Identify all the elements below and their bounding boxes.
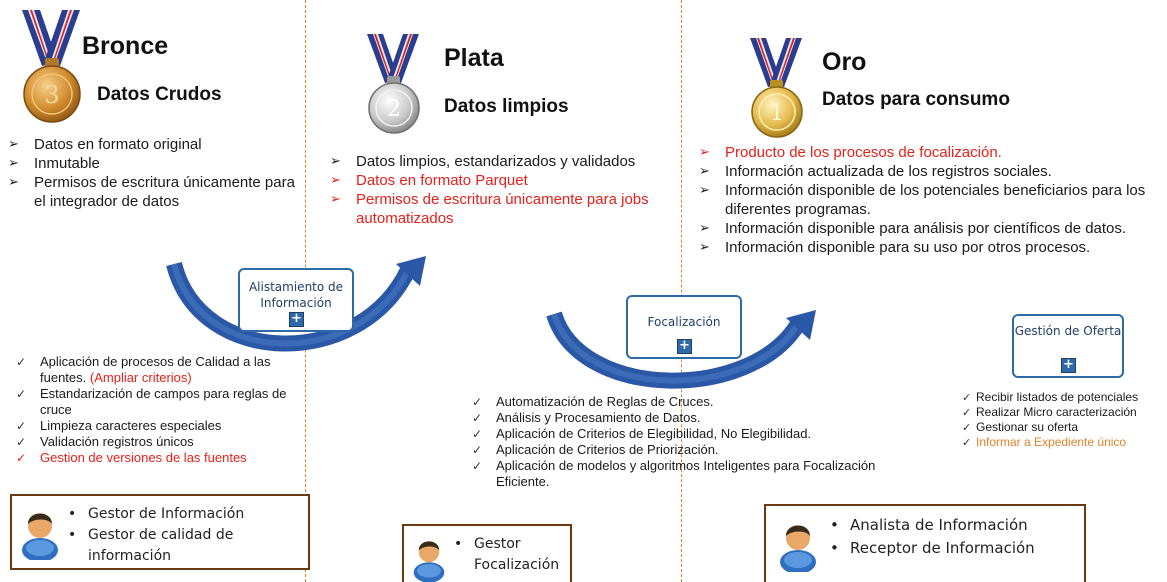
oro-bullet: Producto de los procesos de focalización…: [699, 143, 1159, 162]
oro-bullet: Información disponible para su uso por o…: [699, 238, 1159, 257]
activity-item: Gestionar su oferta: [962, 420, 1166, 435]
role-box-plata: Gestor Focalización: [402, 524, 572, 582]
activity-item: Informar a Expediente único: [962, 435, 1166, 450]
tier-subtitle-plata: Datos limpios: [444, 96, 569, 117]
activity-item: Validación registros únicos: [14, 434, 320, 450]
silver-medal-icon: 2: [357, 34, 431, 134]
gold-medal-number: 1: [770, 101, 784, 126]
oro-bullet: Información disponible para análisis por…: [699, 219, 1159, 238]
expand-icon[interactable]: +: [677, 339, 692, 354]
activity-item: Aplicación de modelos y algoritmos Intel…: [470, 458, 890, 490]
activity-item: Realizar Micro caracterización: [962, 405, 1166, 420]
tier-divider-2: [681, 0, 682, 582]
process-label: Alistamiento de Información: [248, 280, 344, 310]
process-focalizacion[interactable]: Focalización +: [626, 295, 742, 359]
flow-arrow-plata-to-oro: [546, 310, 816, 389]
process-alistamiento[interactable]: Alistamiento de Información +: [238, 268, 354, 332]
bronze-medal-number: 3: [44, 81, 59, 109]
activity-item: Aplicación de Criterios de Elegibilidad,…: [470, 426, 890, 442]
activity-item: Análisis y Procesamiento de Datos.: [470, 410, 890, 426]
role-item: Analista de Información: [824, 514, 1084, 537]
alistamiento-activity-list: Aplicación de procesos de Calidad a las …: [14, 354, 320, 466]
role-item: Receptor de Información: [824, 537, 1084, 560]
activity-item: Aplicación de Criterios de Priorización.: [470, 442, 890, 458]
role-item: Gestor de Información: [62, 504, 302, 525]
role-box-oro: Analista de Información Receptor de Info…: [764, 504, 1086, 582]
bronce-bullet: Inmutable: [8, 154, 298, 173]
tier-subtitle-bronce: Datos Crudos: [97, 84, 222, 105]
tier-subtitle-oro: Datos para consumo: [822, 89, 1010, 110]
activity-item: Limpieza caracteres especiales: [14, 418, 320, 434]
expand-icon[interactable]: +: [1061, 358, 1076, 373]
process-label: Gestión de Oferta: [1014, 324, 1122, 338]
bronce-bullet-list: Datos en formato original Inmutable Perm…: [8, 135, 298, 211]
oro-bullet: Información disponible de los potenciale…: [699, 181, 1159, 219]
bronze-medal-icon: 3: [10, 10, 94, 124]
tier-title-plata: Plata: [444, 44, 504, 72]
role-item: Gestor de calidad de información: [62, 525, 302, 567]
plata-bullet: Permisos de escritura únicamente para jo…: [330, 190, 675, 228]
activity-item: Gestion de versiones de las fuentes: [14, 450, 320, 466]
tier-title-bronce: Bronce: [82, 32, 169, 60]
process-gestion-oferta[interactable]: Gestión de Oferta +: [1012, 314, 1124, 378]
gold-medal-icon: 1: [740, 38, 814, 138]
activity-item: Aplicación de procesos de Calidad a las …: [14, 354, 320, 386]
plata-bullet: Datos en formato Parquet: [330, 171, 675, 190]
person-icon: [22, 513, 58, 560]
person-icon: [780, 525, 816, 572]
person-icon: [413, 541, 445, 582]
oro-bullet: Información actualizada de los registros…: [699, 162, 1159, 181]
bronce-bullet: Datos en formato original: [8, 135, 298, 154]
activity-item: Estandarización de campos para reglas de…: [14, 386, 320, 418]
activity-item: Recibir listados de potenciales: [962, 390, 1166, 405]
gestion-oferta-activity-list: Recibir listados de potenciales Realizar…: [962, 390, 1166, 450]
bronce-bullet: Permisos de escritura únicamente para el…: [8, 173, 298, 211]
flow-arrow-bronce-to-plata: [166, 256, 426, 352]
plata-bullet: Datos limpios, estandarizados y validado…: [330, 152, 675, 171]
role-box-bronce: Gestor de Información Gestor de calidad …: [10, 494, 310, 570]
expand-icon[interactable]: +: [289, 312, 304, 327]
process-label: Focalización: [647, 315, 721, 329]
plata-bullet-list: Datos limpios, estandarizados y validado…: [330, 152, 675, 228]
tier-title-oro: Oro: [822, 48, 867, 76]
oro-bullet-list: Producto de los procesos de focalización…: [699, 143, 1159, 257]
focalizacion-activity-list: Automatización de Reglas de Cruces. Anál…: [470, 394, 890, 490]
activity-item: Automatización de Reglas de Cruces.: [470, 394, 890, 410]
role-item: Gestor Focalización: [448, 534, 568, 576]
silver-medal-number: 2: [387, 97, 401, 122]
